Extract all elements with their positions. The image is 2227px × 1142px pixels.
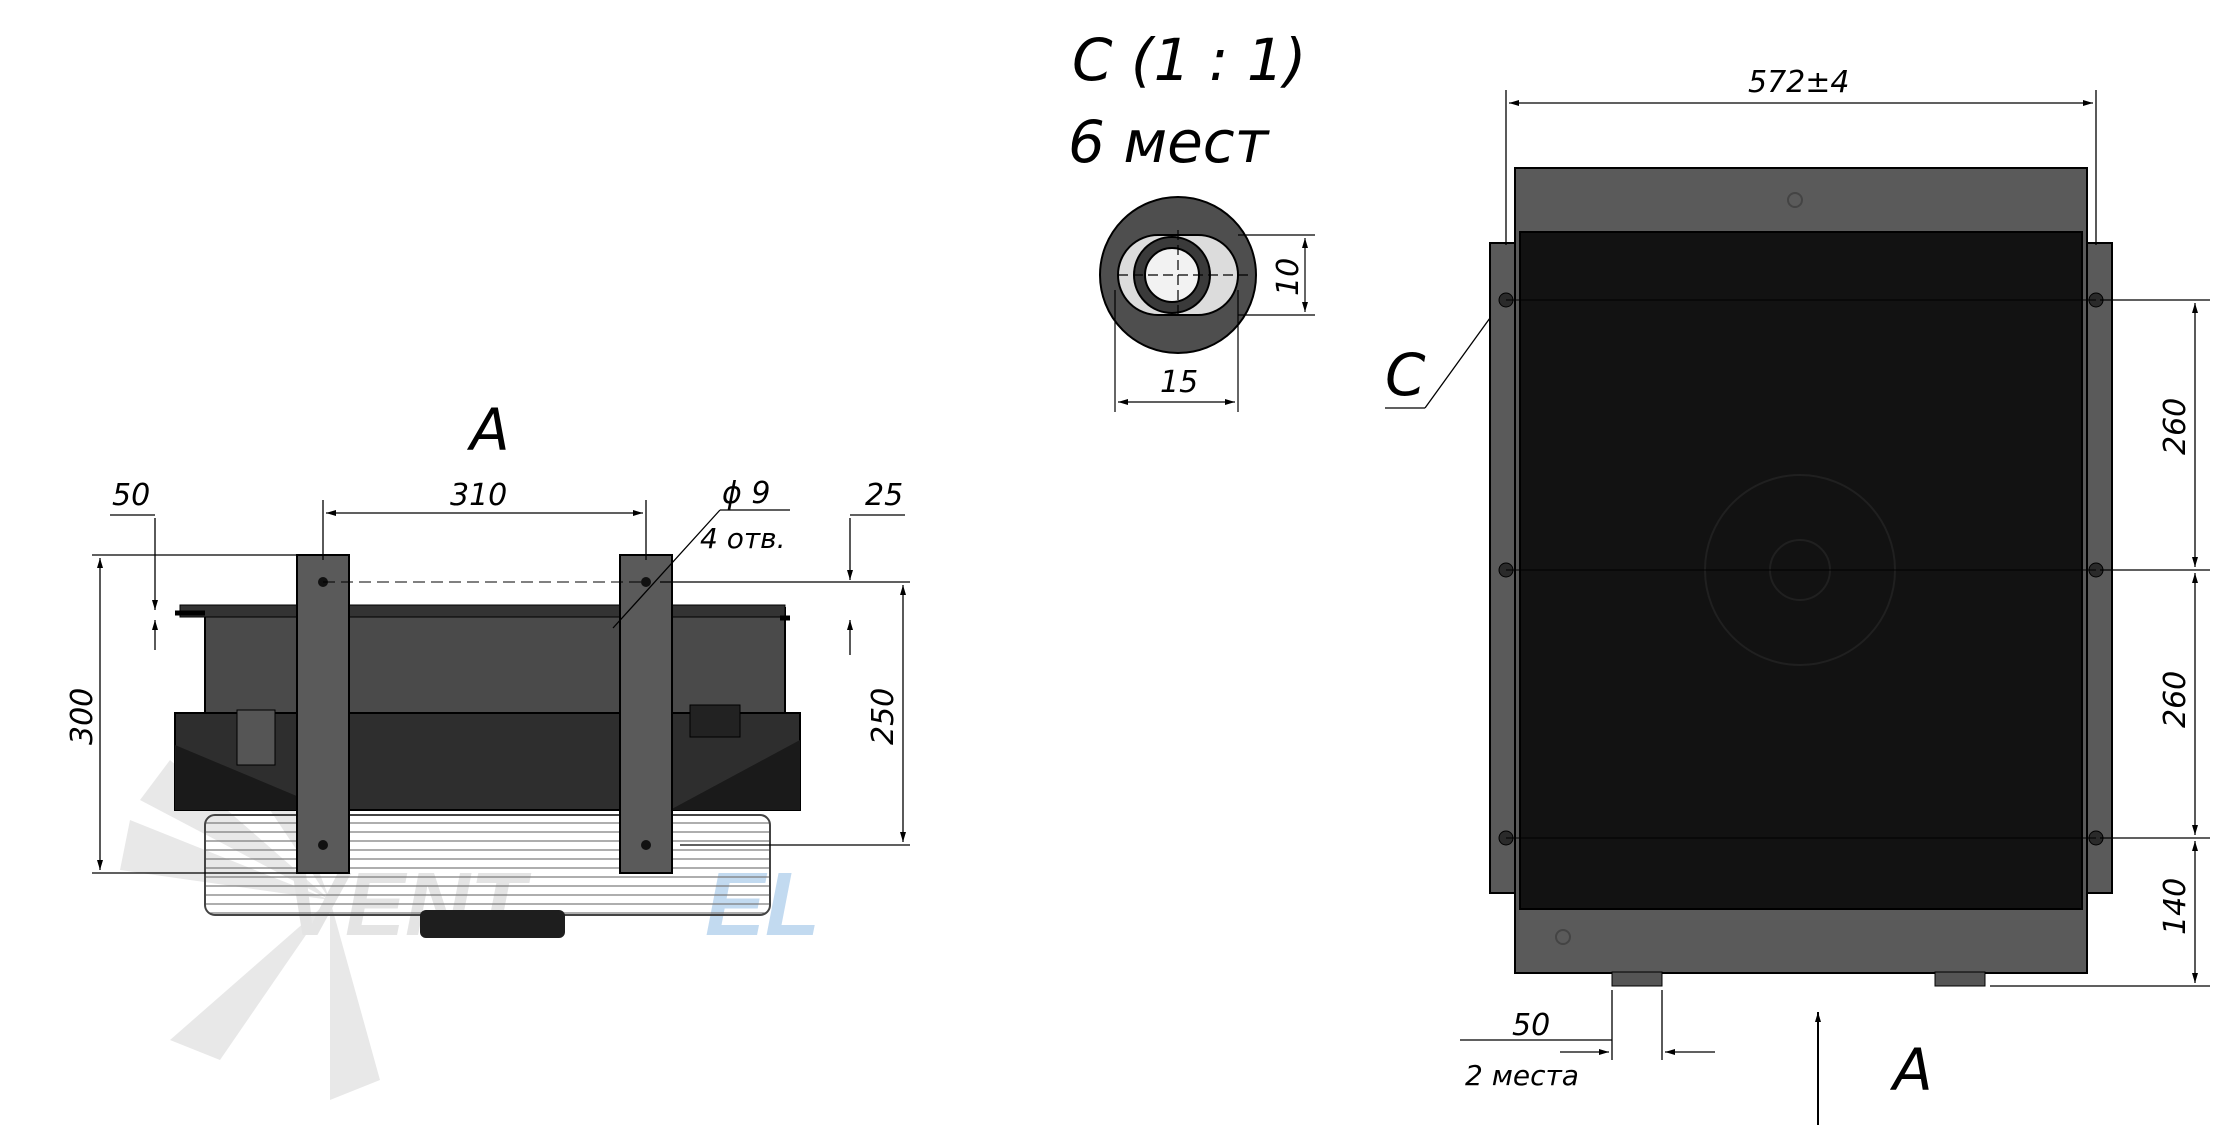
dim-hole-vertical: 250 — [866, 688, 901, 745]
dim-foot-width: 50 — [1512, 1008, 1550, 1043]
side-view — [174, 554, 801, 938]
foot-left — [1611, 971, 1663, 987]
side-view-title: A — [466, 396, 510, 464]
dim-middle-spacing: 260 — [2158, 671, 2193, 728]
detail-callout-c: C — [1385, 341, 1426, 409]
view-arrow-label: A — [1889, 1036, 1933, 1104]
dim-overall-width: 572±4 — [1748, 65, 1849, 100]
front-view-dimensions — [1385, 90, 2210, 1125]
dim-hole-count: 4 отв. — [700, 522, 786, 555]
hole-bottom-right — [641, 840, 651, 850]
dim-foot-count: 2 места — [1465, 1059, 1579, 1092]
lower-body-bevel-right — [670, 740, 800, 810]
connector-right — [689, 704, 741, 738]
connector-left — [236, 709, 276, 766]
detail-title-scale: C (1 : 1) — [1072, 26, 1306, 94]
top-flange — [179, 604, 786, 618]
bracket-left — [296, 554, 350, 874]
dim-edge-offset: 50 — [112, 478, 150, 513]
dim-top-offset: 25 — [865, 478, 903, 513]
frame-screw-bottom — [1555, 929, 1571, 945]
detail-c: C (1 : 1) 6 мест 10 15 — [1068, 26, 1315, 412]
fan-grill — [204, 814, 771, 916]
fan-motor — [420, 910, 565, 938]
dim-hole-diameter: ϕ 9 — [722, 476, 770, 511]
dim-overall-height: 300 — [65, 688, 100, 745]
side-view-labels: A 300 50 310 ϕ 9 4 отв. 25 250 — [65, 396, 903, 745]
upper-housing — [204, 607, 786, 714]
lower-body-bevel — [175, 745, 330, 810]
hole-top-right — [641, 577, 651, 587]
foot-right — [1934, 971, 1986, 987]
detail-dim-width: 15 — [1160, 365, 1198, 400]
dim-upper-spacing: 260 — [2158, 398, 2193, 455]
detail-title-count: 6 мест — [1068, 108, 1271, 176]
frame-screw-top — [1787, 192, 1803, 208]
bracket-right — [619, 554, 673, 874]
side-view-dimensions — [92, 500, 910, 874]
front-view-labels: 572±4 C 260 260 140 50 2 места A — [1385, 65, 2193, 1104]
hole-bottom-left — [318, 840, 328, 850]
front-view — [1489, 167, 2113, 987]
dim-hole-spacing: 310 — [450, 478, 507, 513]
dim-lower-spacing: 140 — [2158, 878, 2193, 935]
detail-dim-height: 10 — [1271, 258, 1306, 296]
